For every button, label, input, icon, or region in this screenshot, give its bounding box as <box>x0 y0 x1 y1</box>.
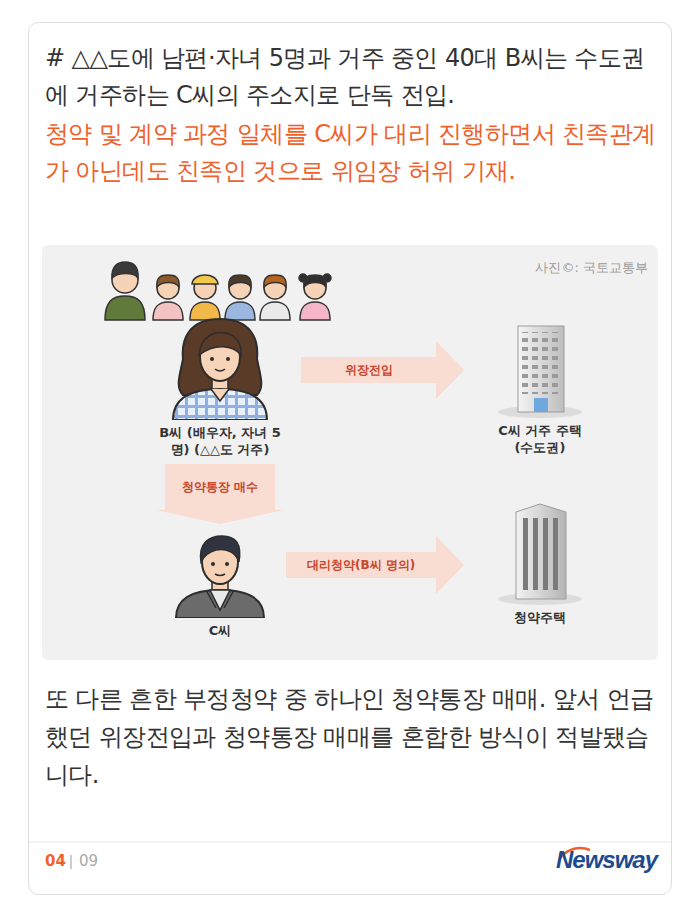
svg-rect <box>533 518 538 590</box>
svg-rect <box>543 518 548 590</box>
svg-path <box>176 590 264 618</box>
svg-path <box>210 590 230 610</box>
person-illustration <box>145 315 295 420</box>
photo-credit: 사진©: 국토교통부 <box>535 260 648 276</box>
arrow-label: 대리청약(B씨 명의) <box>307 558 415 572</box>
building-illustration <box>470 500 610 605</box>
family-icons <box>105 262 331 320</box>
svg-path <box>300 302 330 320</box>
svg-circle <box>299 274 307 282</box>
svg-path <box>225 302 255 320</box>
building-node: 청약주택 <box>470 500 610 626</box>
person-illustration <box>160 530 280 618</box>
page-total: 09 <box>79 852 98 870</box>
node-label: C씨 거주 주택 (수도권) <box>490 422 590 456</box>
svg-path <box>192 275 218 284</box>
page-separator <box>70 855 72 869</box>
svg-circle <box>225 562 229 566</box>
node-label: 청약주택 <box>514 609 566 626</box>
svg-path <box>173 389 267 420</box>
svg-circle <box>226 357 230 361</box>
block-arrow <box>156 464 284 524</box>
svg-path <box>112 262 138 278</box>
svg-path <box>105 296 145 320</box>
footer-divider <box>29 842 671 843</box>
svg-path <box>211 389 229 401</box>
card-border <box>29 23 672 895</box>
node-label: C씨 <box>209 622 232 639</box>
title-text: # △△도에 남편·자녀 5명과 거주 중인 40대 B씨는 수도권에 거주하는… <box>45 40 660 114</box>
svg-path <box>206 590 234 608</box>
arrow-label: 위장전입 <box>345 363 393 377</box>
svg-rect <box>518 326 564 412</box>
person-node: C씨 <box>160 530 280 639</box>
highlight-text: 청약 및 계약 과정 일체를 C씨가 대리 진행하면서 친족관계가 아닌데도 친… <box>45 116 660 190</box>
person-node: B씨 (배우자, 자녀 5명) (△△도 거주) <box>145 315 295 458</box>
building-node: C씨 거주 주택 (수도권) <box>470 318 610 456</box>
svg-path <box>190 302 220 320</box>
node-label: B씨 (배우자, 자녀 5명) (△△도 거주) <box>158 424 283 458</box>
block-arrow <box>286 536 464 594</box>
building-illustration <box>470 318 610 418</box>
svg-circle <box>323 274 331 282</box>
diagram-panel <box>42 245 658 660</box>
svg-path <box>215 369 225 371</box>
svg-path <box>179 319 262 395</box>
brand-logo: Newsway <box>556 846 657 874</box>
svg-path <box>229 275 251 287</box>
arrow-label: 청약통장 매수 <box>182 480 258 494</box>
svg-path <box>260 302 290 320</box>
svg-path <box>201 536 240 562</box>
svg-circle <box>211 562 215 566</box>
svg-path <box>215 574 225 576</box>
svg-rect <box>522 332 560 394</box>
block-arrow <box>301 341 464 399</box>
svg-path <box>199 333 241 355</box>
body-text: 또 다른 흔한 부정청약 중 하나인 청약통장 매매. 앞서 언급했던 위장전입… <box>45 680 660 794</box>
svg-path <box>157 275 179 287</box>
svg-circle <box>210 357 214 361</box>
svg-rect <box>523 518 528 590</box>
svg-rect <box>534 398 548 412</box>
page-number: 04 <box>45 852 66 870</box>
svg-path <box>153 302 183 320</box>
svg-path <box>264 275 286 287</box>
svg-path <box>516 504 566 599</box>
svg-rect <box>553 518 558 590</box>
